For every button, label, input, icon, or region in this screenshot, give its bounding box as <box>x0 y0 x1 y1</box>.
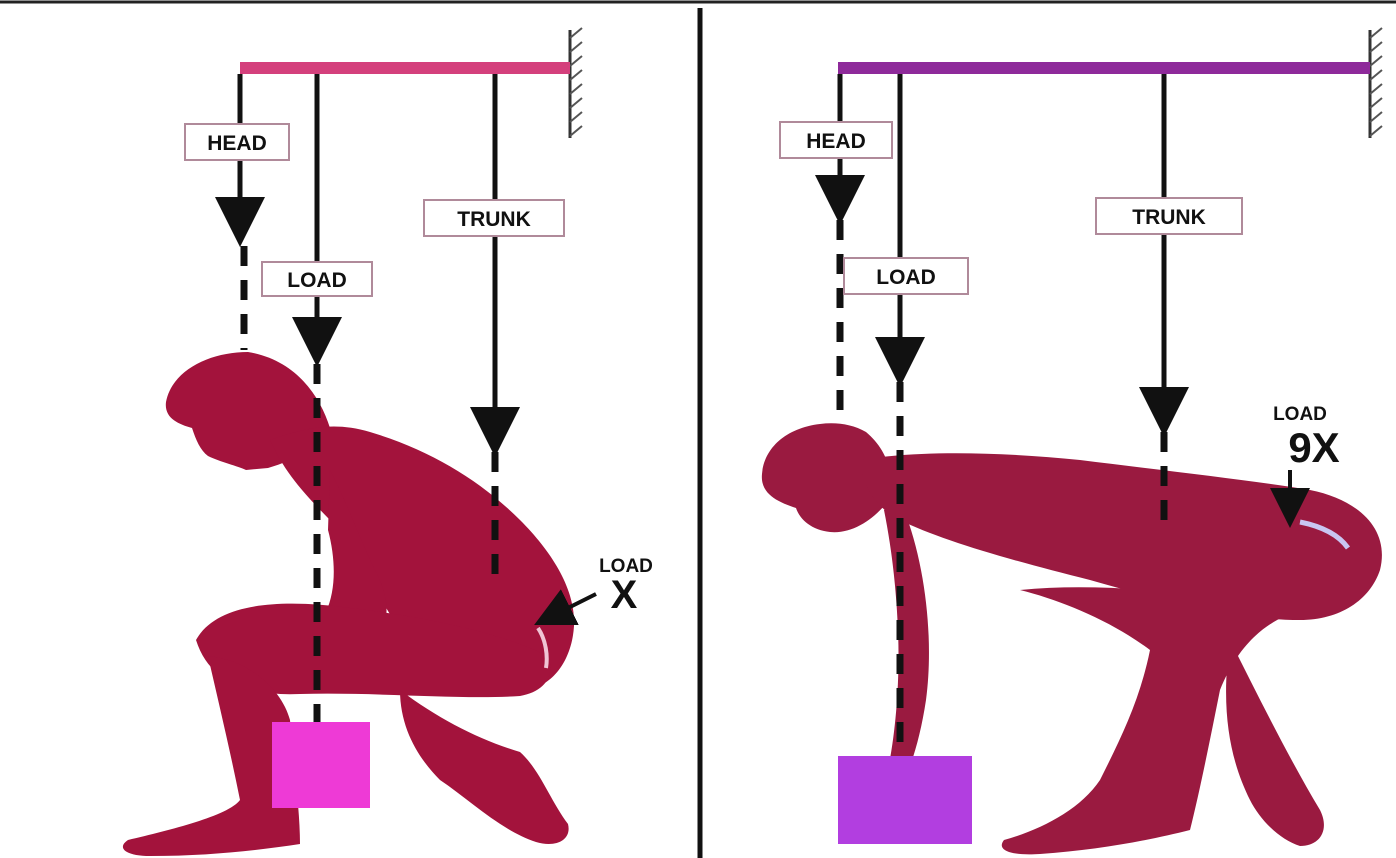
left-trunk-label: TRUNK <box>457 208 531 231</box>
right-beam <box>838 62 1370 74</box>
left-wall <box>570 28 582 138</box>
right-lumbar-load-caption: LOAD <box>1273 404 1327 425</box>
right-load-label: LOAD <box>876 266 936 289</box>
left-load-label: LOAD <box>287 269 347 292</box>
right-panel: HEAD LOAD TRUNK LOAD 9X <box>762 28 1382 854</box>
right-wall <box>1370 28 1382 138</box>
right-trunk-label: TRUNK <box>1132 206 1206 229</box>
left-head-label: HEAD <box>207 132 267 155</box>
left-lifted-box <box>272 722 370 808</box>
right-lifted-box <box>838 756 972 844</box>
left-beam <box>240 62 570 74</box>
left-lumbar-load-value: X <box>611 573 638 617</box>
left-panel: HEAD LOAD TRUNK LOAD X <box>123 28 653 856</box>
right-lumbar-load-value: 9X <box>1288 424 1339 471</box>
right-head-label: HEAD <box>806 130 866 153</box>
